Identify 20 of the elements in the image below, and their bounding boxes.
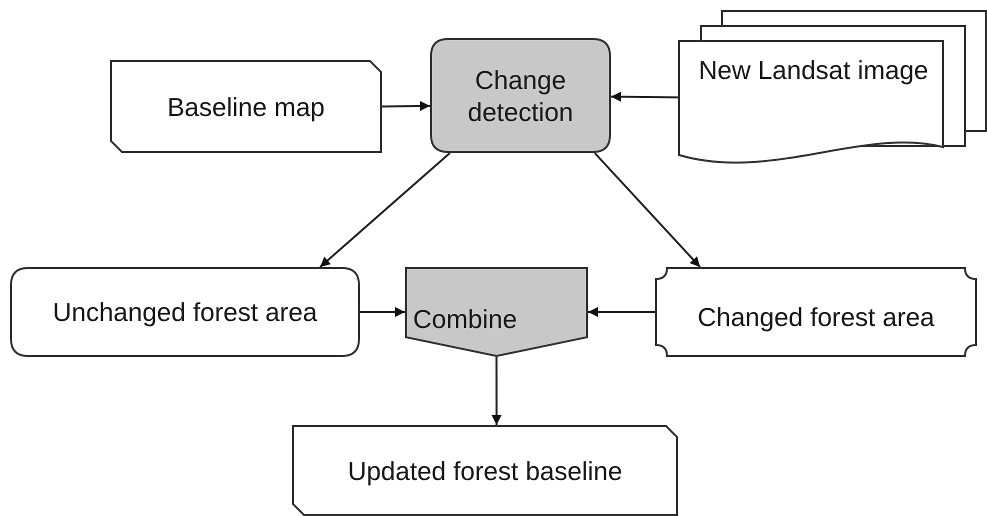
card-shape <box>292 425 678 516</box>
arrow <box>492 357 502 425</box>
arrow <box>360 307 405 317</box>
card-shape <box>110 60 382 153</box>
node-label: Baseline map <box>166 90 326 122</box>
arrow <box>382 100 430 111</box>
arrow <box>610 92 678 102</box>
arrow <box>588 307 655 317</box>
arrow <box>319 152 451 268</box>
process-box <box>430 38 611 153</box>
rounded-box <box>10 267 360 357</box>
node-label: Unchanged forest area <box>52 296 318 328</box>
node-label: Updated forest baseline <box>346 454 624 486</box>
node-label: New Landsat image <box>698 54 930 86</box>
arrow <box>594 152 701 268</box>
concave-corner-box <box>655 267 977 357</box>
node-label: Changed forest area <box>696 301 936 333</box>
node-label: Change detection <box>466 64 574 128</box>
off-page-connector <box>405 267 588 357</box>
node-label: Combine <box>412 303 518 335</box>
